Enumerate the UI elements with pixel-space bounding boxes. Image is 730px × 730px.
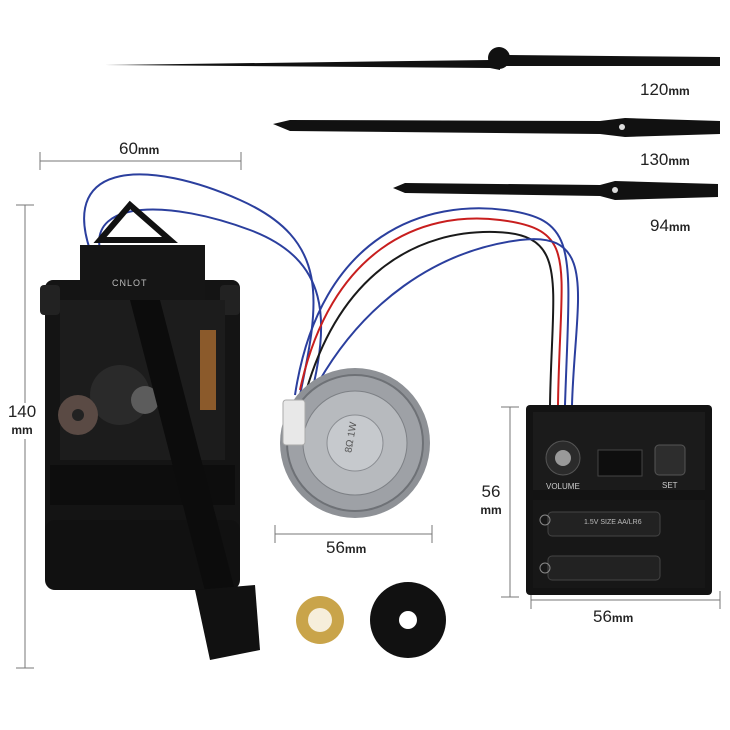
control-box-height-label: 56 mm (474, 483, 508, 519)
speaker-diameter-label: 56mm (326, 538, 367, 557)
second-hand-length-label: 120mm (640, 80, 690, 99)
speaker (280, 368, 430, 518)
hour-hand (393, 181, 718, 200)
second-hand (105, 47, 720, 70)
brand-label: CNLOT (112, 278, 148, 288)
minute-hand-length-label: 130mm (640, 150, 690, 169)
hour-hand-length-label: 94mm (650, 216, 691, 235)
control-box (526, 405, 712, 595)
control-box-width-label: 56mm (593, 607, 634, 626)
wires (83, 173, 580, 406)
battery-marking: 1.5V SIZE AA/LR6 (584, 519, 642, 526)
movement-height-label: 140 mm (4, 403, 40, 439)
brass-nut (296, 596, 344, 644)
rubber-washer (370, 582, 446, 658)
volume-label: VOLUME (546, 482, 580, 491)
set-label: SET (662, 481, 678, 490)
clock-movement (40, 200, 260, 660)
movement-width-label: 60mm (119, 139, 160, 158)
minute-hand (273, 118, 720, 137)
